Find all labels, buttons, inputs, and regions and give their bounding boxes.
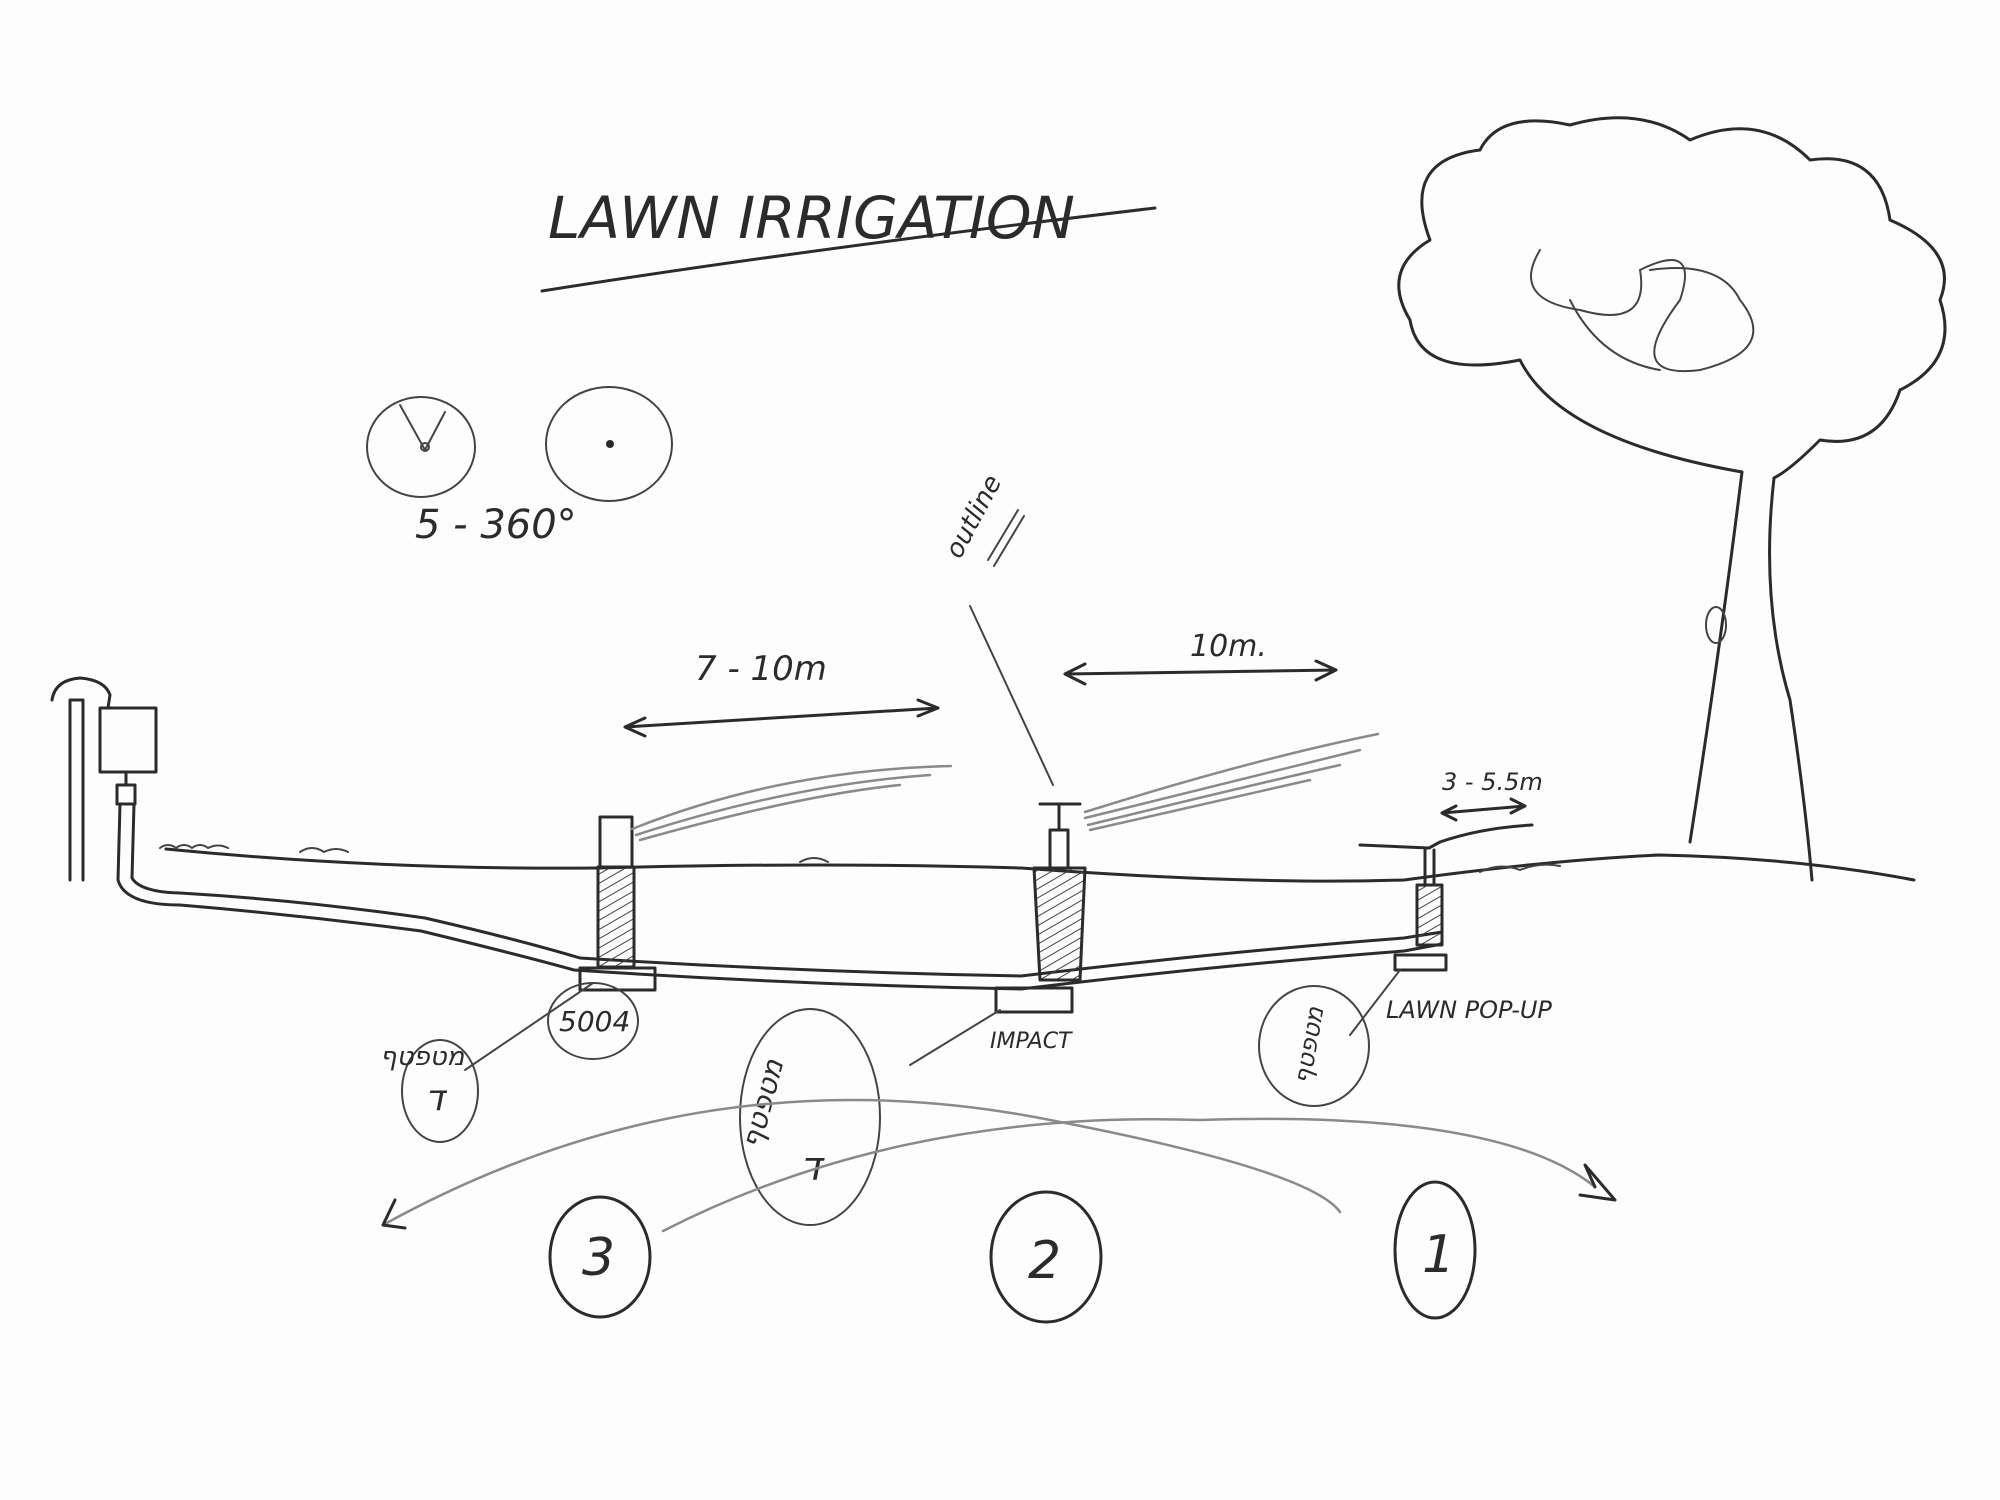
zone-2: 2 bbox=[989, 1190, 1103, 1324]
sprinkler-5004 bbox=[578, 764, 953, 992]
zone-arc-1 bbox=[381, 1098, 1342, 1227]
leader-right bbox=[1349, 969, 1401, 1036]
drip-text-left: מטפטף bbox=[380, 1042, 466, 1072]
grass-texture bbox=[159, 844, 1561, 873]
zone-arc-2 bbox=[661, 1117, 1597, 1233]
drip-bubble-right bbox=[1258, 985, 1370, 1107]
svg-text:3: 3 bbox=[582, 1228, 615, 1288]
drip-text-right: מטפטף bbox=[1288, 1004, 1329, 1086]
zone-arc-2-arrowhead bbox=[1578, 1163, 1617, 1202]
full-circle-icon bbox=[545, 386, 673, 502]
svg-text:1: 1 bbox=[1422, 1225, 1455, 1285]
spacing-label-impact: 10m. bbox=[1190, 629, 1267, 664]
zone-1: 1 bbox=[1393, 1180, 1477, 1320]
outline-leader bbox=[969, 605, 1054, 786]
outline-label: outline bbox=[940, 470, 1009, 563]
drip-mark-left: ד bbox=[425, 1078, 448, 1119]
sprinkler-label-popup: LAWN POP-UP bbox=[1386, 996, 1552, 1024]
dimension-arrow-impact bbox=[1063, 659, 1338, 686]
supply-pipe bbox=[116, 802, 1444, 991]
leader-left bbox=[464, 982, 594, 1071]
sprinkler-popup bbox=[1358, 823, 1534, 972]
coverage-note: 5 - 360° bbox=[415, 502, 577, 548]
title: LAWN IRRIGATION bbox=[548, 184, 1075, 252]
dimension-arrow-5004 bbox=[623, 698, 940, 738]
zone-arc-1-arrowhead bbox=[381, 1198, 407, 1230]
drip-bubble-center bbox=[739, 1008, 881, 1226]
sprinkler-label-5004: 5004 bbox=[559, 1005, 630, 1038]
outline-underline bbox=[987, 509, 1025, 567]
title-underline bbox=[540, 206, 1157, 293]
part-circle-icon bbox=[366, 396, 476, 498]
sprinkler-impact bbox=[994, 732, 1380, 1014]
sprinkler-label-impact: IMPACT bbox=[990, 1029, 1073, 1054]
dimension-arrow-popup bbox=[1440, 797, 1527, 822]
spacing-label-popup: 3 - 5.5m bbox=[1442, 768, 1543, 796]
zone-3: 3 bbox=[548, 1195, 652, 1319]
tree-icon bbox=[1397, 116, 1947, 882]
svg-text:2: 2 bbox=[1028, 1231, 1061, 1291]
tap-controller bbox=[50, 676, 158, 882]
spacing-label-5004: 7 - 10m bbox=[695, 649, 827, 689]
leader-center bbox=[909, 1009, 1001, 1066]
drip-bubble-left bbox=[401, 1039, 479, 1143]
ground-line bbox=[164, 847, 1916, 883]
